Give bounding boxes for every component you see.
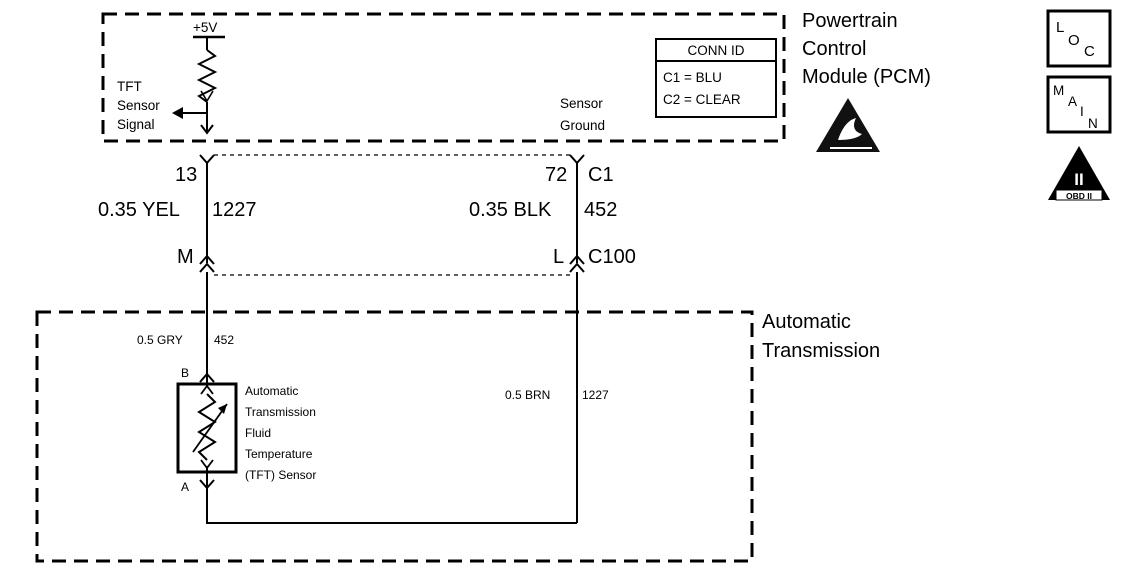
c1-connector-label: C1 bbox=[588, 164, 614, 186]
resistor-down-arrow-icon bbox=[200, 90, 214, 103]
c100-terminal-right-bottom bbox=[569, 262, 585, 273]
conn-id-table bbox=[655, 38, 777, 118]
sensor-pin-a: A bbox=[181, 480, 189, 494]
esd-warning-icon bbox=[816, 98, 880, 152]
loc-letter-3: C bbox=[1084, 43, 1095, 60]
upper-left-wire-color: 0.35 YEL bbox=[98, 199, 180, 221]
tft-signal-line1: TFT bbox=[117, 79, 142, 94]
c100-connector-label: C100 bbox=[588, 246, 636, 268]
obd-numeral: II bbox=[1074, 170, 1083, 189]
main-letter-3: I bbox=[1080, 104, 1084, 119]
c1-right-pin: 72 bbox=[545, 164, 567, 186]
transmission-box bbox=[35, 310, 754, 563]
conn-id-row1: C1 = BLU bbox=[663, 70, 722, 85]
sensor-ground-line2: Ground bbox=[560, 118, 605, 133]
sensor-name-line4: Temperature bbox=[245, 447, 313, 461]
conn-id-title: CONN ID bbox=[688, 43, 745, 58]
sensor-pin-b: B bbox=[181, 366, 189, 380]
wire-loop-bottom bbox=[206, 488, 577, 524]
c100-right-pin: L bbox=[553, 246, 564, 268]
sensor-name-line2: Transmission bbox=[245, 405, 316, 419]
main-letter-4: N bbox=[1088, 116, 1098, 131]
c100-terminal-left-bottom bbox=[199, 262, 215, 273]
lower-right-wire-color: 0.5 BRN bbox=[505, 388, 550, 402]
sensor-name-line3: Fluid bbox=[245, 426, 271, 440]
supply-label: +5V bbox=[193, 20, 217, 35]
sensor-name-line1: Automatic bbox=[245, 384, 298, 398]
sensor-name-line5: (TFT) Sensor bbox=[245, 468, 316, 482]
c100-left-pin: M bbox=[177, 246, 194, 268]
main-symbol-icon bbox=[1046, 75, 1112, 134]
obd-label: OBD II bbox=[1066, 191, 1092, 201]
pcm-title-line1: Powertrain bbox=[802, 10, 898, 32]
c100-terminal-right-top bbox=[569, 254, 585, 265]
loc-letter-2: O bbox=[1068, 32, 1080, 49]
lower-left-wire-circuit: 452 bbox=[214, 333, 234, 347]
main-letter-2: A bbox=[1068, 94, 1077, 109]
conn-id-row2: C2 = CLEAR bbox=[663, 92, 741, 107]
pullup-resistor bbox=[196, 49, 218, 103]
obd-ii-icon bbox=[1048, 146, 1110, 201]
upper-right-wire-color: 0.35 BLK bbox=[469, 199, 552, 221]
tft-sensor-thermistor-icon bbox=[176, 382, 238, 474]
transmission-title-line2: Transmission bbox=[762, 340, 880, 362]
lower-left-wire-color: 0.5 GRY bbox=[137, 333, 183, 347]
pcm-title-line3: Module (PCM) bbox=[802, 66, 931, 88]
loc-symbol-icon bbox=[1046, 9, 1112, 68]
pcm-title-line2: Control bbox=[802, 38, 866, 60]
pcm-box bbox=[101, 12, 786, 143]
upper-left-wire-circuit: 1227 bbox=[212, 199, 257, 221]
tft-signal-line2: Sensor bbox=[117, 98, 160, 113]
signal-arrow-head bbox=[172, 107, 183, 119]
c1-terminal-left bbox=[199, 154, 215, 165]
upper-right-wire-circuit: 452 bbox=[584, 199, 617, 221]
tft-signal-line3: Signal bbox=[117, 117, 155, 132]
transmission-title-line1: Automatic bbox=[762, 311, 851, 333]
wire-down-arrow-icon bbox=[200, 124, 214, 135]
c1-left-pin: 13 bbox=[175, 164, 197, 186]
c100-terminal-left-top bbox=[199, 254, 215, 265]
c1-terminal-right bbox=[569, 154, 585, 165]
sensor-ground-line1: Sensor bbox=[560, 96, 603, 111]
main-letter-1: M bbox=[1053, 83, 1064, 98]
loc-letter-1: L bbox=[1056, 19, 1064, 36]
lower-right-wire-circuit: 1227 bbox=[582, 388, 609, 402]
